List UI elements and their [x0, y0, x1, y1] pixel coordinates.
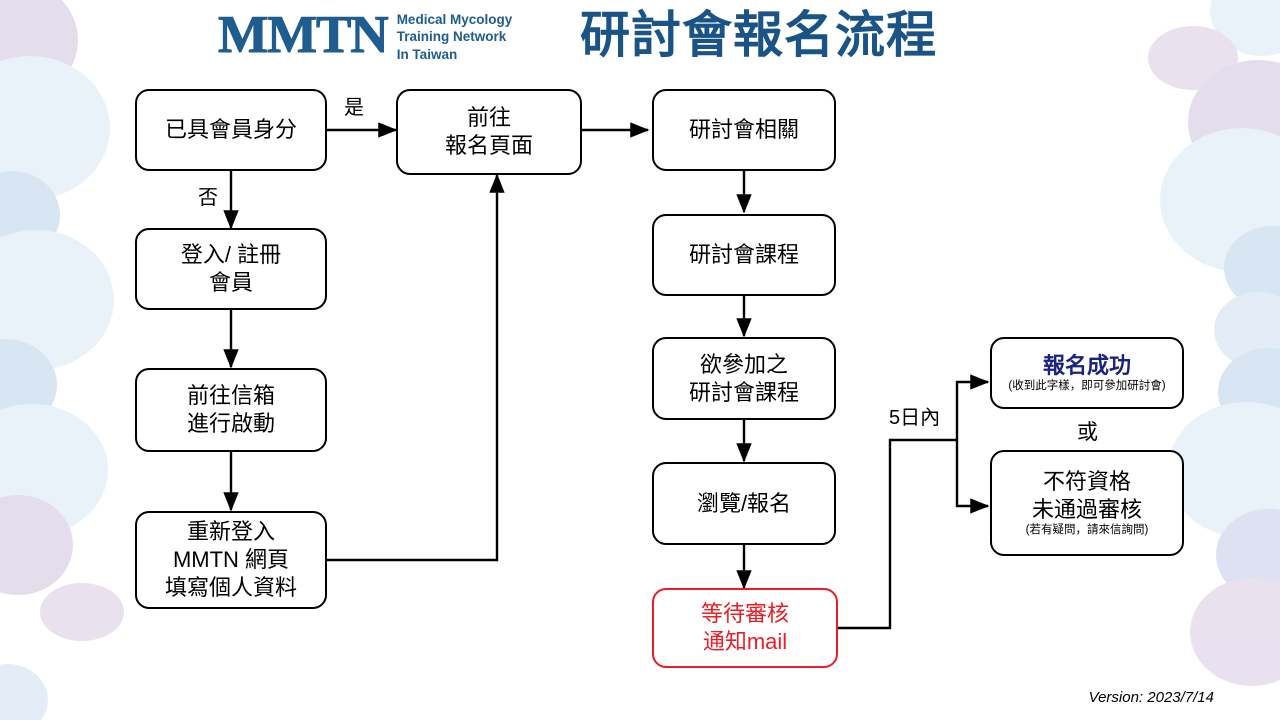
node-mailbox-activate-line-2: 進行啟動 [186, 411, 275, 436]
node-seminar-related[interactable]: 研討會相關 [652, 89, 836, 171]
edge-junction-to-success [955, 374, 990, 440]
node-not-qualified[interactable]: 不符資格 未通過審核 (若有疑問，請來信詢問) [990, 450, 1184, 556]
edge-review-to-junction [838, 438, 957, 630]
node-await-review[interactable]: 等待審核 通知mail [652, 588, 838, 668]
edge-label-no: 否 [198, 187, 218, 209]
node-go-signup-page-line-2: 報名頁面 [444, 133, 533, 158]
page-title: 研討會報名流程 [580, 7, 937, 63]
node-signup-success-headline: 報名成功 [1042, 352, 1131, 378]
node-not-qualified-line-1: 不符資格 [1042, 468, 1131, 494]
node-signup-success[interactable]: 報名成功 (收到此字樣，即可參加研討會) [990, 337, 1184, 409]
node-desired-course-line-1: 欲參加之 [699, 351, 788, 377]
logo-tagline-line-1: Medical Mycology [396, 12, 513, 27]
node-await-review-line-2: 通知mail [702, 629, 788, 654]
node-mailbox-activate-line-1: 前往信箱 [186, 383, 275, 409]
version-note: Version: 2023/7/14 [1088, 689, 1214, 706]
edge-relogin-to-signup [327, 173, 505, 562]
node-login-register-line-1: 登入/ 註冊 [180, 242, 282, 268]
node-relogin-profile[interactable]: 重新登入 MMTN 網頁 填寫個人資料 [135, 511, 327, 609]
node-not-qualified-line-2: 未通過審核 [1031, 496, 1142, 522]
node-browse-signup-line-1: 瀏覽/報名 [696, 490, 792, 516]
node-relogin-profile-line-1: 重新登入 [186, 519, 275, 545]
node-member-status[interactable]: 已具會員身分 [135, 89, 327, 171]
logo-tagline: Medical Mycology Training Network In Tai… [397, 8, 513, 63]
node-go-signup-page-line-1: 前往 [466, 105, 511, 131]
edge-junction-to-rejected [955, 440, 990, 514]
node-signup-success-subnote: (收到此字樣，即可參加研討會) [1008, 380, 1166, 393]
node-browse-signup[interactable]: 瀏覽/報名 [652, 462, 836, 545]
logo-wordmark: MMTN [218, 6, 390, 65]
node-mailbox-activate[interactable]: 前往信箱 進行啟動 [135, 368, 327, 452]
logo-tagline-line-3: In Taiwan [396, 46, 458, 62]
node-not-qualified-subnote: (若有疑問，請來信詢問) [1025, 524, 1149, 537]
node-relogin-profile-line-2: MMTN 網頁 [172, 547, 290, 573]
edge-label-or: 或 [1077, 421, 1098, 444]
node-desired-course-line-2: 研討會課程 [688, 379, 799, 405]
node-seminar-course-line-1: 研討會課程 [688, 242, 799, 268]
node-desired-course[interactable]: 欲參加之 研討會課程 [652, 337, 836, 420]
edge-label-yes: 是 [344, 97, 364, 119]
logo-tagline-line-2: Training Network [396, 29, 507, 45]
node-seminar-course[interactable]: 研討會課程 [652, 214, 836, 296]
mmtn-logo: MMTN Medical Mycology Training Network I… [218, 6, 513, 65]
edge-label-within-five-days: 5日內 [889, 407, 941, 429]
node-seminar-related-line-1: 研討會相關 [688, 117, 799, 143]
node-relogin-profile-line-3: 填寫個人資料 [164, 574, 297, 600]
node-await-review-line-1: 等待審核 [700, 601, 789, 627]
node-go-signup-page[interactable]: 前往 報名頁面 [396, 89, 582, 175]
node-login-register[interactable]: 登入/ 註冊 會員 [135, 228, 327, 310]
node-login-register-line-2: 會員 [208, 270, 253, 295]
node-member-status-line-1: 已具會員身分 [164, 117, 297, 143]
